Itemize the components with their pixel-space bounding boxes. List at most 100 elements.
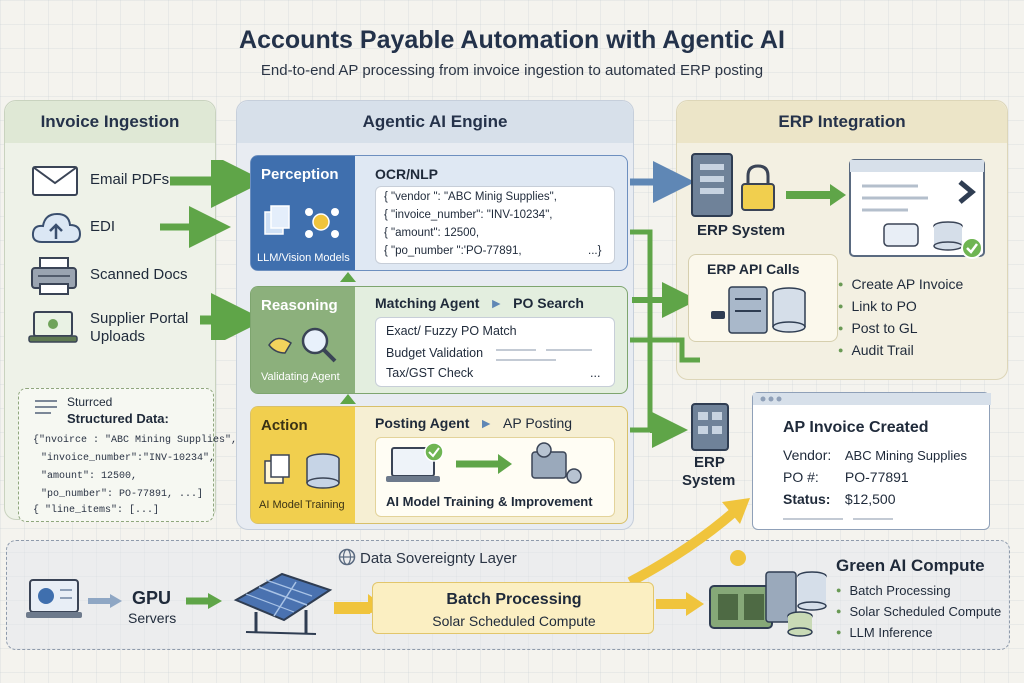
vendor-value: ABC Mining Supplies bbox=[844, 448, 968, 463]
ingest-email-label: Email PDFs bbox=[90, 171, 170, 188]
engine-erp-connectors bbox=[630, 161, 700, 448]
chevron-right-icon: ► bbox=[489, 295, 504, 311]
magnifier-icon bbox=[268, 327, 337, 363]
ingest-scanned-label: Scanned Docs bbox=[90, 266, 188, 283]
perception-side: Perception LLM/Vision Models bbox=[251, 156, 355, 270]
invoice-title: AP Invoice Created bbox=[783, 419, 929, 436]
perception-head: OCR/NLP bbox=[375, 166, 438, 182]
batch-title: Batch Processing bbox=[446, 591, 582, 608]
po-search-label: PO Search bbox=[513, 295, 584, 311]
perception-json-line: { "amount": 12500, bbox=[384, 227, 480, 239]
batch-processing-box: Batch Processing Solar Scheduled Compute bbox=[372, 582, 654, 634]
action-pipeline-box: AI Model Training & Improvement bbox=[375, 437, 615, 517]
up-arrow-icon bbox=[340, 272, 356, 282]
cloud-upload-icon bbox=[31, 212, 82, 243]
up-arrow-icon bbox=[340, 394, 356, 404]
structured-line: {"nvoirce : "ABC Mining Supplies", bbox=[33, 435, 238, 446]
page-subtitle: End-to-end AP processing from invoice in… bbox=[260, 62, 764, 79]
erp-system2-line2: System bbox=[682, 472, 736, 489]
reasoning-head: Matching Agent ► PO Search bbox=[375, 295, 584, 311]
erp-column-title: ERP Integration bbox=[677, 101, 1007, 143]
green-bullet: Solar Scheduled Compute bbox=[836, 604, 1001, 619]
ingestion-arrows bbox=[160, 160, 260, 340]
reasoning-side: Reasoning Validating Agent bbox=[251, 287, 355, 393]
status-value: $12,500 bbox=[844, 491, 896, 507]
action-card: Action AI Model Training Posting Agent ►… bbox=[250, 406, 628, 524]
ingest-edi-label: EDI bbox=[90, 218, 116, 235]
engine-column-title: Agentic AI Engine bbox=[237, 101, 633, 143]
structured-title-1: Sturrced bbox=[67, 395, 113, 409]
invoice-po-row: PO #: PO-77891 bbox=[783, 469, 909, 485]
reasoning-checks-box: Exact/ Fuzzy PO Match Budget Validation … bbox=[375, 317, 615, 387]
invoice-vendor-row: Vendor: ABC Mining Supplies bbox=[783, 447, 967, 463]
action-side: Action AI Model Training bbox=[251, 407, 355, 523]
page-title: Accounts Payable Automation with Agentic… bbox=[239, 26, 785, 54]
erp-system-label: ERP System bbox=[697, 222, 786, 239]
ap-invoice-card: AP Invoice Created Vendor: ABC Mining Su… bbox=[752, 392, 991, 530]
email-icon bbox=[32, 166, 78, 196]
perception-json-line: { "invoice_number": "INV-10234", bbox=[384, 209, 553, 221]
green-bullet: Batch Processing bbox=[836, 583, 950, 598]
perception-json-ellipsis: ...} bbox=[588, 245, 602, 257]
po-label: PO #: bbox=[783, 469, 819, 485]
erp-bullet: Audit Trail bbox=[838, 342, 913, 358]
reasoning-title: Reasoning bbox=[261, 297, 338, 314]
reasoning-check: Exact/ Fuzzy PO Match bbox=[386, 324, 517, 338]
vendor-label: Vendor: bbox=[783, 447, 832, 463]
servers-label: Servers bbox=[128, 610, 177, 626]
window-titlebar bbox=[753, 393, 991, 405]
gpu-monitor-icon bbox=[26, 579, 82, 618]
structured-line: "amount": 12500, bbox=[41, 471, 138, 482]
erp-api-box: ERP API Calls bbox=[688, 254, 838, 342]
structured-data-panel: Sturrced Structured Data: {"nvoirce : "A… bbox=[18, 388, 237, 522]
batch-sub: Solar Scheduled Compute bbox=[432, 613, 596, 629]
document-lines-icon bbox=[35, 400, 57, 414]
solar-panel-icon bbox=[233, 572, 333, 635]
erp-to-screen-arrow bbox=[786, 184, 846, 206]
right-arrow-icon bbox=[186, 593, 222, 609]
structured-line: "po_number": PO-77891, ...] bbox=[41, 489, 204, 500]
globe-icon bbox=[338, 548, 356, 566]
green-compute-icon bbox=[709, 550, 827, 637]
po-value: PO-77891 bbox=[844, 469, 909, 485]
reasoning-sub: Validating Agent bbox=[261, 371, 340, 383]
erp-system2-line1: ERP bbox=[694, 454, 725, 471]
ingestion-column-title: Invoice Ingestion bbox=[5, 101, 215, 143]
api-server-icon bbox=[711, 286, 806, 334]
perception-sub: LLM/Vision Models bbox=[257, 252, 350, 264]
reasoning-card: Reasoning Validating Agent Matching Agen… bbox=[250, 286, 628, 394]
action-caption: AI Model Training & Improvement bbox=[386, 494, 593, 509]
action-sub: AI Model Training bbox=[259, 499, 345, 511]
vision-network-icon bbox=[264, 205, 339, 238]
perception-card: Perception LLM/Vision Models OCR/NLP { "… bbox=[250, 155, 628, 271]
action-title: Action bbox=[261, 417, 308, 434]
gpu-label: GPU bbox=[132, 588, 172, 608]
placeholder-lines bbox=[783, 518, 893, 520]
reasoning-check: Tax/GST Check bbox=[386, 366, 474, 380]
erp-api-label: ERP API Calls bbox=[707, 261, 800, 277]
ap-posting-label: AP Posting bbox=[503, 415, 573, 431]
ingest-portal-label: Supplier Portal Uploads bbox=[90, 310, 189, 345]
structured-line: { "line_items": [...] bbox=[33, 505, 160, 516]
perception-json-line: { "po_number ":'PO-77891, bbox=[384, 245, 522, 257]
database-icon bbox=[264, 453, 340, 489]
pipeline-icons bbox=[386, 442, 582, 484]
placeholder-lines bbox=[496, 349, 592, 361]
erp-bullet: Post to GL bbox=[838, 320, 917, 336]
structured-title-2: Structured Data: bbox=[67, 411, 169, 426]
reasoning-ellipsis: ... bbox=[590, 366, 601, 380]
scanner-icon bbox=[31, 257, 77, 295]
erp-server-icon bbox=[691, 403, 729, 451]
reasoning-check: Budget Validation bbox=[386, 346, 484, 360]
data-sovereignty-title: Data Sovereignty Layer bbox=[360, 550, 517, 567]
laptop-icon bbox=[28, 311, 78, 343]
action-head: Posting Agent ► AP Posting bbox=[375, 415, 572, 431]
invoice-status-row: Status: $12,500 bbox=[783, 491, 896, 507]
green-compute-title: Green AI Compute bbox=[836, 556, 985, 575]
erp-bullet: Create AP Invoice bbox=[838, 276, 963, 292]
green-bullet: LLM Inference bbox=[836, 625, 932, 640]
erp-screen-icon bbox=[849, 159, 985, 259]
erp-server-lock-icon bbox=[691, 153, 775, 217]
status-label: Status: bbox=[783, 491, 831, 507]
perception-json-box: { "vendor ": "ABC Minig Supplies", { "in… bbox=[375, 186, 615, 264]
